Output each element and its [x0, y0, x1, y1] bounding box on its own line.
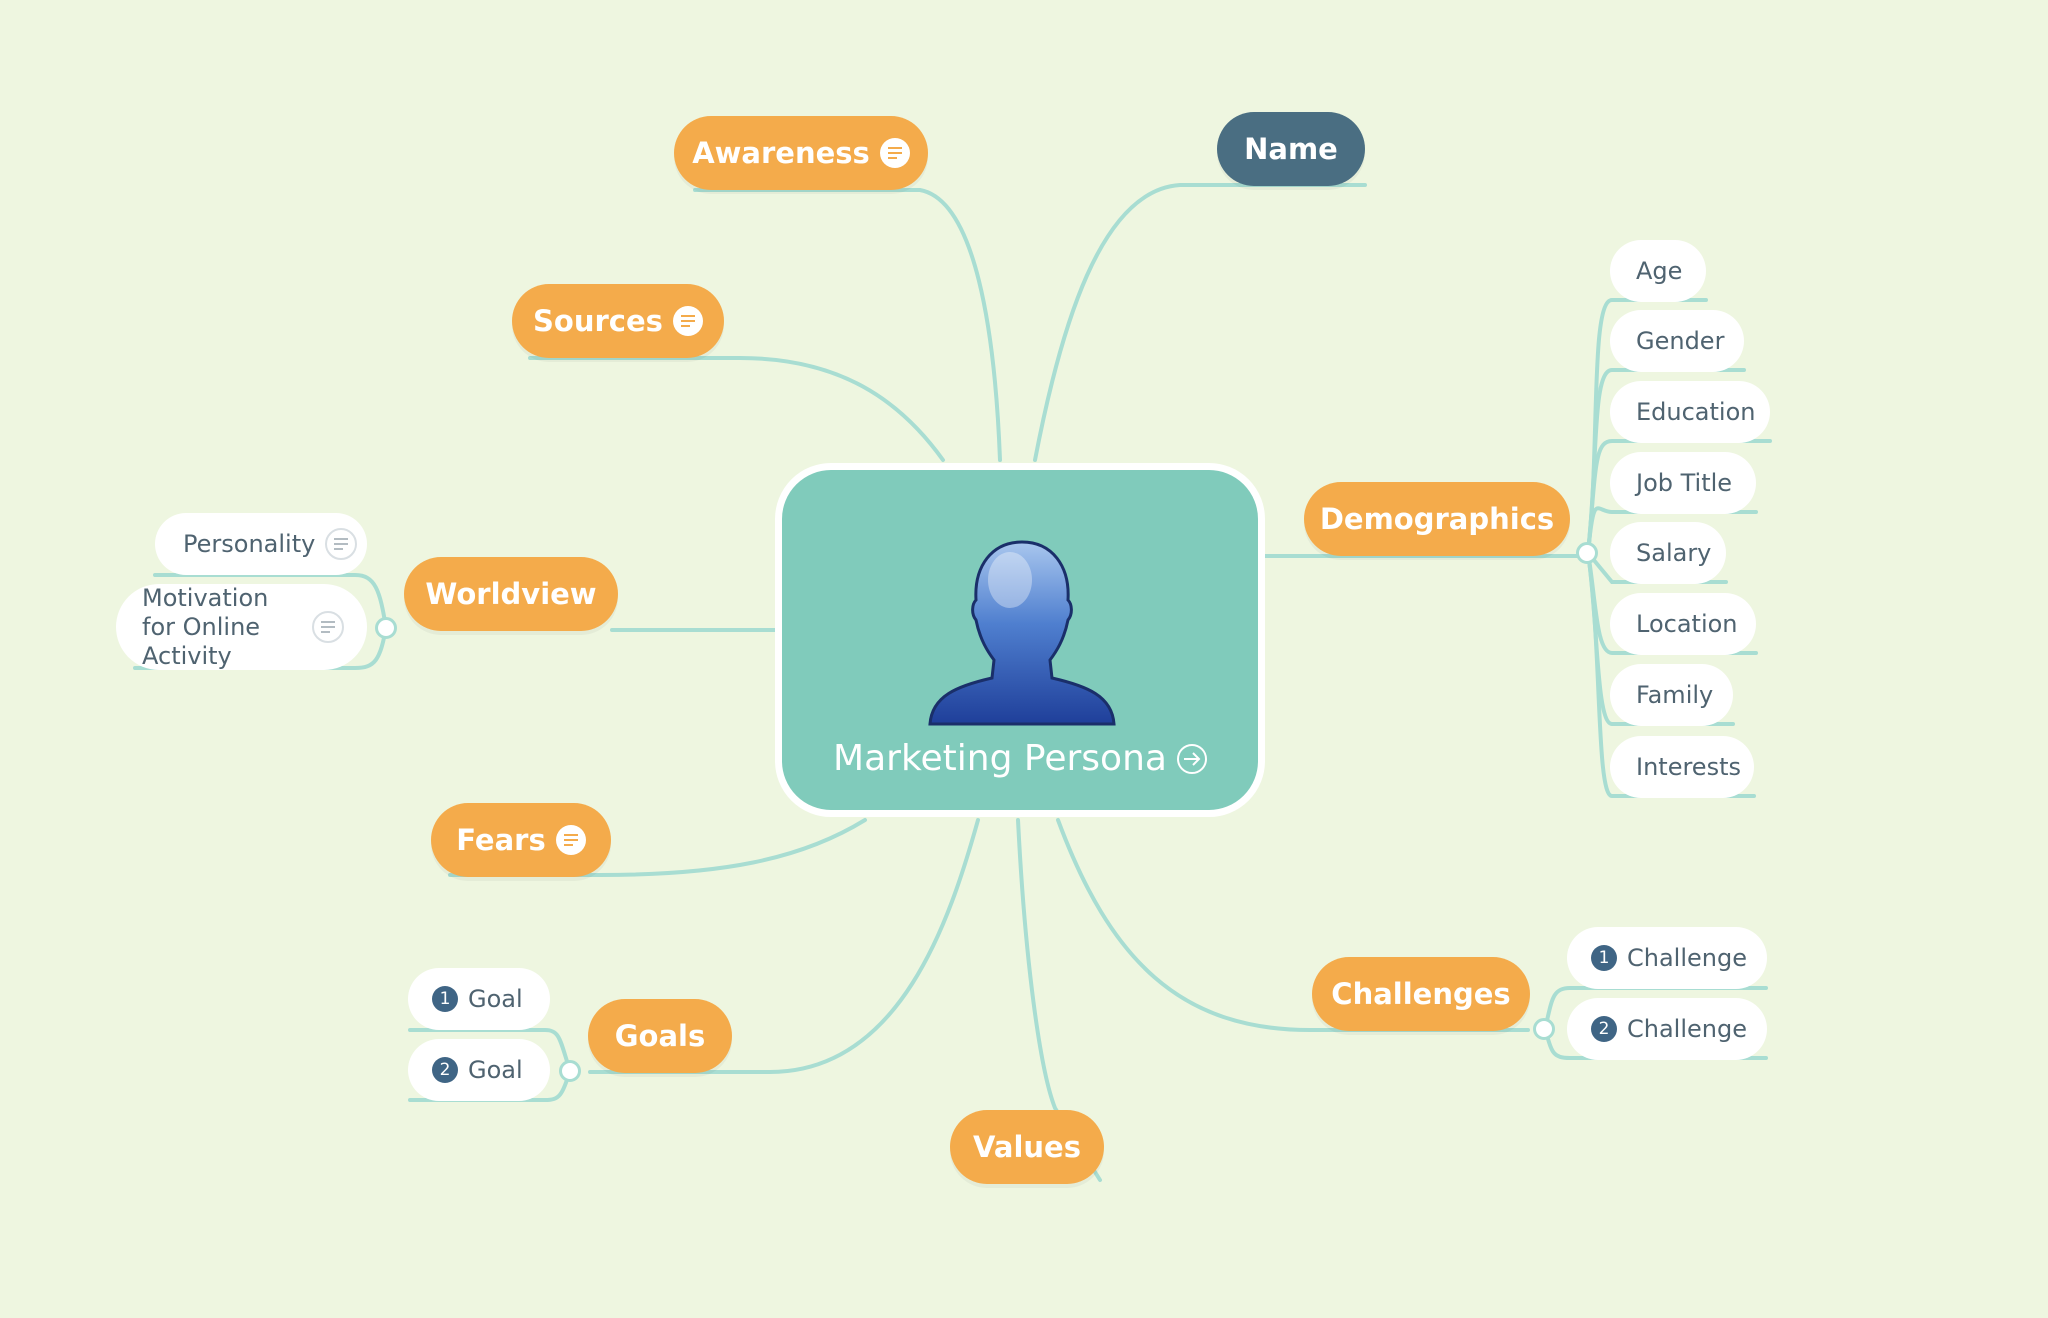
topic-goals-label: Goals	[614, 1019, 706, 1053]
number-badge-icon: 2	[432, 1057, 458, 1083]
leaf-label: Challenge	[1627, 944, 1747, 972]
topic-challenges[interactable]: Challenges	[1312, 957, 1530, 1031]
number-badge-icon: 2	[1591, 1016, 1617, 1042]
demographics-item-family[interactable]: Family	[1610, 664, 1733, 726]
leaf-label: Gender	[1636, 327, 1725, 355]
demographics-item-education[interactable]: Education	[1610, 381, 1770, 443]
leaf-label: Education	[1636, 398, 1756, 426]
central-topic[interactable]: Marketing Persona	[775, 463, 1265, 817]
demographics-item-salary[interactable]: Salary	[1610, 522, 1726, 584]
topic-demographics-label: Demographics	[1319, 502, 1555, 536]
topic-goals[interactable]: Goals	[588, 999, 732, 1073]
challenges-item-2[interactable]: 2 Challenge	[1567, 998, 1767, 1060]
topic-awareness[interactable]: Awareness	[674, 116, 928, 190]
topic-name-label: Name	[1244, 132, 1338, 166]
topic-worldview-label: Worldview	[425, 577, 597, 611]
topic-fears-label: Fears	[456, 823, 546, 857]
note-icon[interactable]	[555, 825, 586, 855]
leaf-label: Family	[1636, 681, 1714, 709]
goals-item-1[interactable]: 1 Goal	[408, 968, 550, 1030]
collapse-toggle[interactable]	[1576, 542, 1598, 564]
leaf-label: Location	[1636, 610, 1738, 638]
leaf-label: Motivation for Online Activity	[142, 583, 269, 670]
person-silhouette-icon	[928, 540, 1116, 726]
demographics-item-location[interactable]: Location	[1610, 593, 1756, 655]
collapse-toggle[interactable]	[1533, 1018, 1555, 1040]
topic-challenges-label: Challenges	[1331, 977, 1511, 1011]
topic-worldview[interactable]: Worldview	[404, 557, 618, 631]
arrow-right-icon[interactable]	[1176, 743, 1207, 774]
number-badge-icon: 1	[1591, 945, 1617, 971]
note-icon[interactable]	[879, 138, 910, 168]
leaf-label: Job Title	[1636, 469, 1733, 497]
leaf-label: Age	[1636, 257, 1683, 285]
note-icon[interactable]	[672, 306, 703, 336]
leaf-label: Personality	[183, 530, 316, 558]
demographics-item-interests[interactable]: Interests	[1610, 736, 1754, 798]
central-topic-title: Marketing Persona	[782, 738, 1258, 779]
topic-awareness-label: Awareness	[692, 136, 870, 170]
topic-values-label: Values	[973, 1130, 1081, 1164]
number-badge-icon: 1	[432, 986, 458, 1012]
worldview-item-motivation[interactable]: Motivation for Online Activity	[116, 584, 367, 670]
topic-values[interactable]: Values	[950, 1110, 1104, 1184]
leaf-label: Goal	[468, 985, 523, 1013]
challenges-item-1[interactable]: 1 Challenge	[1567, 927, 1767, 989]
collapse-toggle[interactable]	[375, 617, 397, 639]
demographics-item-job-title[interactable]: Job Title	[1610, 452, 1756, 514]
leaf-label: Challenge	[1627, 1015, 1747, 1043]
topic-sources[interactable]: Sources	[512, 284, 724, 358]
leaf-label: Goal	[468, 1056, 523, 1084]
leaf-label: Interests	[1636, 753, 1741, 781]
topic-sources-label: Sources	[533, 304, 663, 338]
collapse-toggle[interactable]	[559, 1060, 581, 1082]
topic-demographics[interactable]: Demographics	[1304, 482, 1570, 556]
leaf-label: Salary	[1636, 539, 1712, 567]
topic-name[interactable]: Name	[1217, 112, 1365, 186]
topic-fears[interactable]: Fears	[431, 803, 611, 877]
note-icon[interactable]	[325, 528, 358, 560]
demographics-item-gender[interactable]: Gender	[1610, 310, 1744, 372]
worldview-item-personality[interactable]: Personality	[155, 513, 367, 575]
goals-item-2[interactable]: 2 Goal	[408, 1039, 550, 1101]
demographics-item-age[interactable]: Age	[1610, 240, 1706, 302]
note-icon[interactable]	[312, 611, 344, 643]
central-topic-label: Marketing Persona	[833, 738, 1167, 779]
